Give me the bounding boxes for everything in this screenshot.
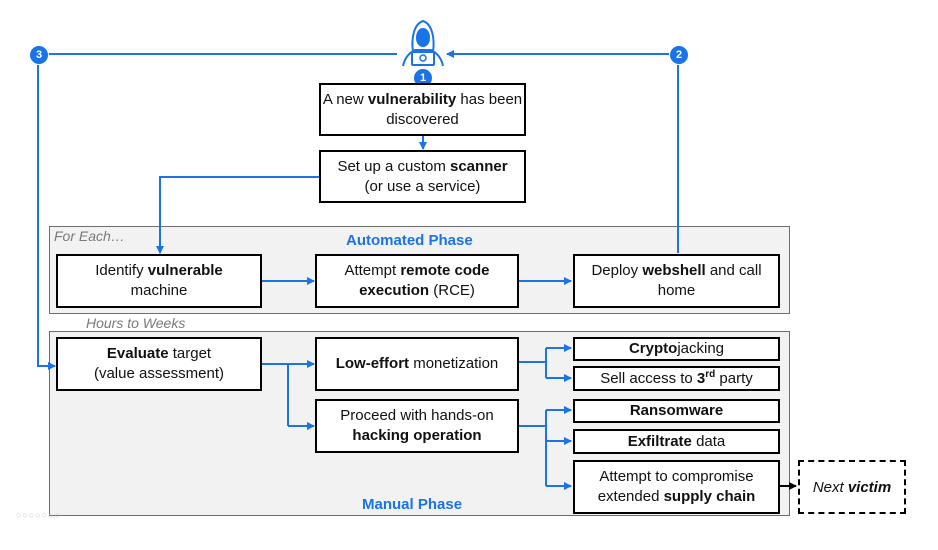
arrow-scanner-to-identify [156, 176, 320, 254]
exfiltrate-data-box: Exfiltrate data [573, 429, 780, 454]
custom-scanner-box: Set up a custom scanner(or use a service… [319, 150, 526, 203]
hours-to-weeks-note: Hours to Weeks [86, 315, 186, 331]
vulnerability-discovered-box: A new vulnerability has been discovered [319, 83, 526, 136]
for-each-note: For Each… [54, 228, 125, 244]
step-badge-3: 3 [29, 45, 49, 65]
next-victim-box: Next victim [798, 460, 906, 514]
cryptojacking-box: Cryptojacking [573, 337, 780, 361]
hooded-hacker-icon [399, 16, 447, 68]
step-badge-2: 2 [669, 45, 689, 65]
ransomware-box: Ransomware [573, 399, 780, 423]
sell-access-box: Sell access to 3rd party [573, 366, 780, 391]
automated-phase-title: Automated Phase [346, 232, 473, 249]
slide-nav-dots: ○○○○○○○ [16, 510, 62, 520]
evaluate-target-box: Evaluate target(value assessment) [56, 337, 262, 391]
manual-phase-title: Manual Phase [362, 496, 463, 513]
attempt-rce-box: Attempt remote code execution (RCE) [315, 254, 519, 308]
arrow-hacker-to-evaluate [37, 53, 397, 370]
low-effort-monetization-box: Low-effort monetization [315, 337, 519, 391]
deploy-webshell-box: Deploy webshell and call home [573, 254, 780, 308]
